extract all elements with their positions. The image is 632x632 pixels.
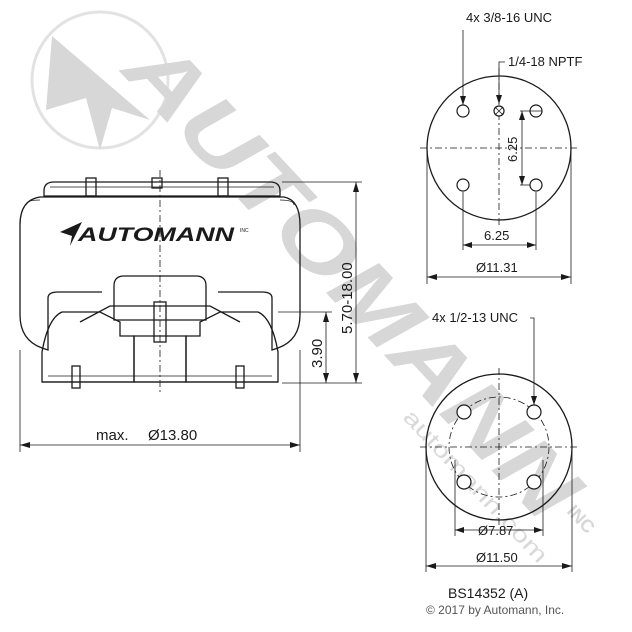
top-bolt-callout: 4x 3/8-16 UNC — [466, 10, 552, 25]
bottom-plate-view: 4x 1/2-13 UNC Ø7.87 Ø11.50 — [420, 310, 580, 572]
bellows — [19, 196, 301, 351]
bottom-bolt-hole — [456, 404, 472, 420]
logo-brand: AUTOMANN — [77, 225, 236, 246]
bottom-bolt-hole — [526, 404, 542, 420]
top-bolt-hole — [456, 178, 470, 192]
top-plate-stud — [85, 177, 97, 197]
bottom-bolt-circle-diameter: Ø7.87 — [478, 523, 513, 538]
top-plate-port — [151, 177, 163, 189]
piston-left-section — [41, 311, 135, 383]
watermark: AUTOMANN automann.com INC — [30, 10, 601, 568]
max-diameter-prefix: max. — [96, 427, 129, 444]
piston-stud — [71, 365, 81, 389]
logo-icon — [60, 222, 82, 246]
top-horizontal-spacing: 6.25 — [484, 228, 509, 243]
bumper — [113, 275, 207, 321]
air-spring-side-view: AUTOMANN INC — [19, 170, 301, 394]
logo-suffix: INC — [240, 228, 249, 234]
watermark-suffix: INC — [563, 501, 599, 537]
max-diameter-value: Ø13.80 — [148, 427, 197, 444]
bottom-bolt-hole — [456, 474, 472, 490]
air-port-icon — [493, 105, 505, 117]
bottom-plate-diameter: Ø11.50 — [476, 550, 518, 565]
bottom-bolt-callout: 4x 1/2-13 UNC — [432, 310, 518, 325]
height-range-value: 5.70-18.00 — [339, 262, 356, 334]
top-plate-stud — [217, 177, 229, 197]
top-plate-diameter: Ø11.31 — [476, 260, 518, 275]
piston-right-section — [185, 311, 279, 383]
top-bolt-hole — [456, 104, 470, 118]
top-port-callout: 1/4-18 NPTF — [508, 54, 582, 69]
piston-stud — [235, 365, 245, 389]
part-number: BS14352 (A) — [448, 585, 528, 601]
top-bolt-hole — [529, 178, 543, 192]
top-vertical-spacing: 6.25 — [505, 137, 520, 162]
copyright: © 2017 by Automann, Inc. — [426, 603, 564, 617]
top-bead-plate — [43, 181, 281, 197]
watermark-logo-icon — [46, 36, 150, 150]
bottom-bolt-circle — [448, 396, 550, 498]
piston-height-value: 3.90 — [309, 339, 326, 368]
side-view-dimensions: max. Ø13.80 5.70-18.00 3.90 — [19, 181, 362, 452]
top-plate-view: 4x 3/8-16 UNC 1/4-18 NPTF 6.25 6.25 Ø11.… — [420, 10, 582, 284]
bellows-logo: AUTOMANN INC — [60, 222, 249, 246]
bottom-bolt-hole — [526, 474, 542, 490]
